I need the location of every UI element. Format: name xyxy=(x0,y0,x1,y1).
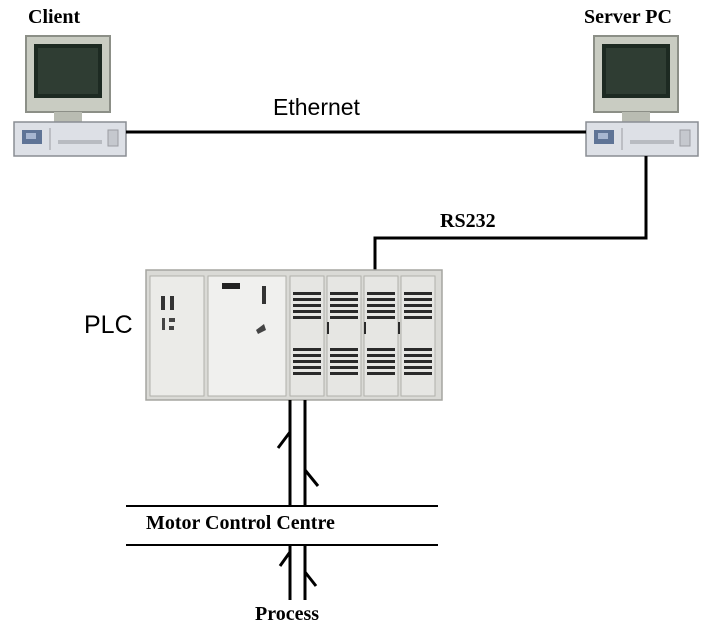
process-label: Process xyxy=(255,603,320,625)
plc-label: PLC xyxy=(84,311,133,339)
motor-control-centre-label: Motor Control Centre xyxy=(146,512,335,534)
rs232-label: RS232 xyxy=(440,210,496,232)
server-pc-icon xyxy=(585,35,699,157)
client-label: Client xyxy=(28,6,81,28)
plc-rack-icon xyxy=(145,269,443,401)
mcc-process-signal-lines xyxy=(278,545,318,600)
plc-mcc-signal-lines xyxy=(276,400,320,506)
server-pc-label: Server PC xyxy=(584,6,672,28)
ethernet-label: Ethernet xyxy=(273,94,360,120)
rs232-link xyxy=(373,156,648,272)
client-computer-icon xyxy=(13,35,127,157)
